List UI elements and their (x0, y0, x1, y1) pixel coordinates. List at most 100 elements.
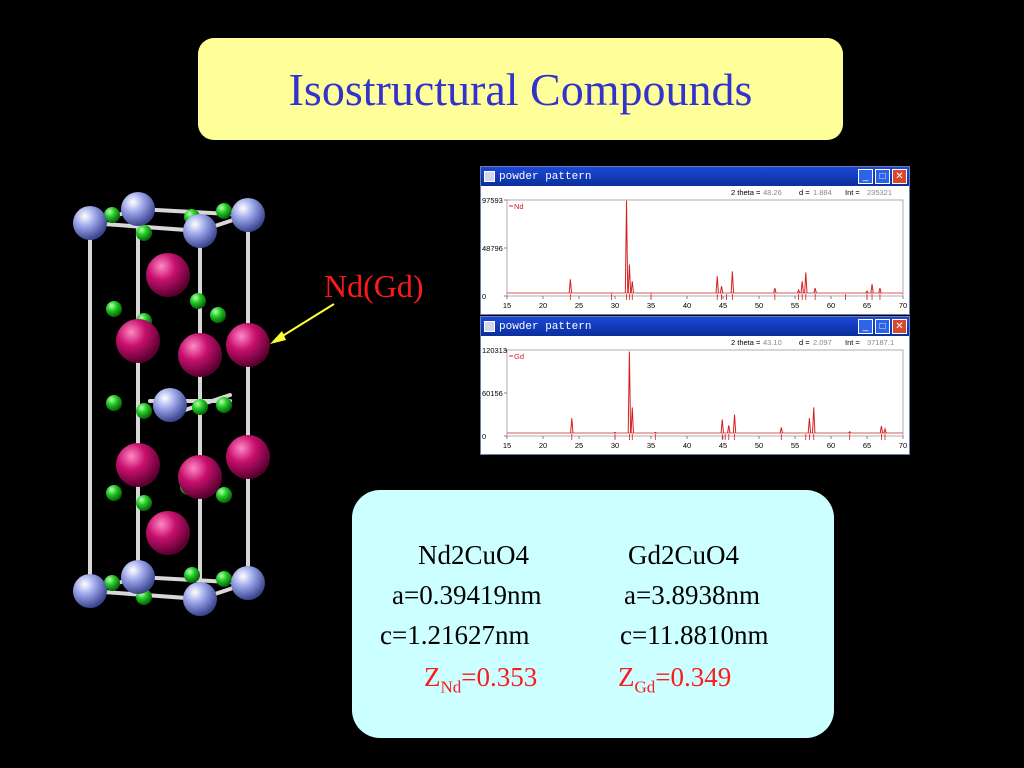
atom-label: Nd(Gd) (324, 268, 424, 304)
readout-d: 1.884 (813, 188, 832, 197)
x-tick-label: 25 (575, 441, 583, 450)
diffraction-peak (883, 427, 887, 434)
copper-atom (183, 214, 217, 248)
x-tick-label: 50 (755, 441, 763, 450)
x-tick-label: 60 (827, 441, 835, 450)
x-tick-label: 30 (611, 301, 619, 310)
window-titlebar[interactable]: powder pattern _ □ ✕ (481, 317, 909, 336)
compound-name-gd: Gd2CuO4 (628, 540, 740, 570)
diffraction-peak (779, 427, 784, 434)
diffraction-peak (796, 288, 801, 294)
rare-earth-atom (226, 323, 270, 367)
oxygen-atom (104, 207, 120, 223)
lattice-a-nd: a=0.39419nm (392, 580, 542, 610)
arrow-icon (270, 303, 335, 344)
diffraction-peak (878, 288, 882, 294)
oxygen-atom (192, 399, 208, 415)
diffraction-peak (870, 284, 874, 294)
readout-two-theta-label: 2 theta = (731, 338, 761, 347)
readout-int: 235321 (867, 188, 892, 197)
oxygen-atom (216, 487, 232, 503)
diffraction-peak (727, 425, 731, 434)
diffraction-peak (627, 264, 632, 294)
x-tick-label: 45 (719, 441, 727, 450)
diffraction-peak (630, 281, 634, 294)
minimize-icon[interactable]: _ (858, 319, 873, 334)
readout-int: 37187.1 (867, 338, 894, 347)
readout-two-theta: 48.26 (763, 188, 782, 197)
diffraction-peak (865, 290, 869, 294)
x-tick-label: 70 (899, 441, 907, 450)
maximize-icon[interactable]: □ (875, 319, 890, 334)
lattice-c-nd: c=1.21627nm (380, 620, 530, 650)
close-icon[interactable]: ✕ (892, 169, 907, 184)
x-tick-label: 70 (899, 301, 907, 310)
oxygen-atom (216, 571, 232, 587)
diffraction-peak (624, 200, 629, 294)
x-tick-label: 40 (683, 301, 691, 310)
window-title: powder pattern (499, 170, 592, 183)
oxygen-atom (106, 395, 122, 411)
x-tick-label: 55 (791, 441, 799, 450)
lattice-a-gd: a=3.8938nm (624, 580, 760, 610)
diffraction-peak (804, 272, 808, 294)
diffraction-peak (800, 281, 804, 294)
compound-name-nd: Nd2CuO4 (418, 540, 530, 570)
copper-atom (231, 198, 265, 232)
powder-pattern-window-gd[interactable]: powder pattern _ □ ✕ 2 theta =43.10 d =2.… (480, 316, 910, 455)
y-tick-label: 120313 (482, 346, 507, 355)
maximize-icon[interactable]: □ (875, 169, 890, 184)
diffraction-peak (613, 431, 617, 434)
diffraction-peak (807, 418, 812, 434)
readout-d: 2.097 (813, 338, 832, 347)
diffraction-peak (568, 279, 573, 294)
plot-frame (506, 349, 904, 437)
series-label: Nd (514, 202, 524, 211)
copper-atom (153, 388, 187, 422)
x-tick-label: 50 (755, 301, 763, 310)
minimize-icon[interactable]: _ (858, 169, 873, 184)
copper-atom (73, 206, 107, 240)
x-tick-label: 55 (791, 301, 799, 310)
oxygen-atom (136, 403, 152, 419)
diffraction-peak (720, 419, 724, 434)
diffraction-peak (715, 276, 719, 294)
readout-two-theta: 43.10 (763, 338, 782, 347)
x-tick-label: 65 (863, 441, 871, 450)
z-value: =0.349 (655, 662, 732, 692)
y-tick-label: 97593 (482, 196, 503, 205)
rare-earth-atom (116, 319, 160, 363)
compound-info-box: Nd2CuO4 Gd2CuO4 a=0.39419nm a=3.8938nm c… (352, 490, 834, 738)
copper-atom (183, 582, 217, 616)
readout-d-label: d = (799, 188, 810, 197)
oxygen-atom (184, 567, 200, 583)
z-subscript: Nd (440, 677, 462, 697)
rare-earth-atom (116, 443, 160, 487)
readout-d-label: d = (799, 338, 810, 347)
app-icon (484, 171, 495, 182)
slide-title: Isostructural Compounds (288, 63, 753, 115)
x-tick-label: 25 (575, 301, 583, 310)
x-tick-label: 65 (863, 301, 871, 310)
x-tick-label: 30 (611, 441, 619, 450)
rare-earth-atom (146, 253, 190, 297)
y-tick-label: 0 (482, 432, 486, 441)
powder-pattern-window-nd[interactable]: powder pattern _ □ ✕ 2 theta =48.26 d =1.… (480, 166, 910, 315)
diffraction-peak (730, 271, 735, 294)
z-parameter-nd: ZNd=0.353 (424, 662, 537, 697)
diffraction-peak (653, 431, 657, 434)
window-titlebar[interactable]: powder pattern _ □ ✕ (481, 167, 909, 186)
copper-atom (231, 566, 265, 600)
x-tick-label: 35 (647, 441, 655, 450)
crystal-structure-diagram (73, 192, 270, 616)
oxygen-atom (136, 225, 152, 241)
close-icon[interactable]: ✕ (892, 319, 907, 334)
rare-earth-atom (178, 333, 222, 377)
readout-int-label: Int = (845, 338, 860, 347)
readout-two-theta-label: 2 theta = (731, 188, 761, 197)
powder-pattern-chart-gd: 2 theta =43.10 d =2.097 Int = 37187.1 120313… (482, 338, 907, 450)
diffraction-peak (570, 418, 574, 434)
diffraction-peak (627, 351, 632, 434)
y-tick-label: 0 (482, 292, 486, 301)
